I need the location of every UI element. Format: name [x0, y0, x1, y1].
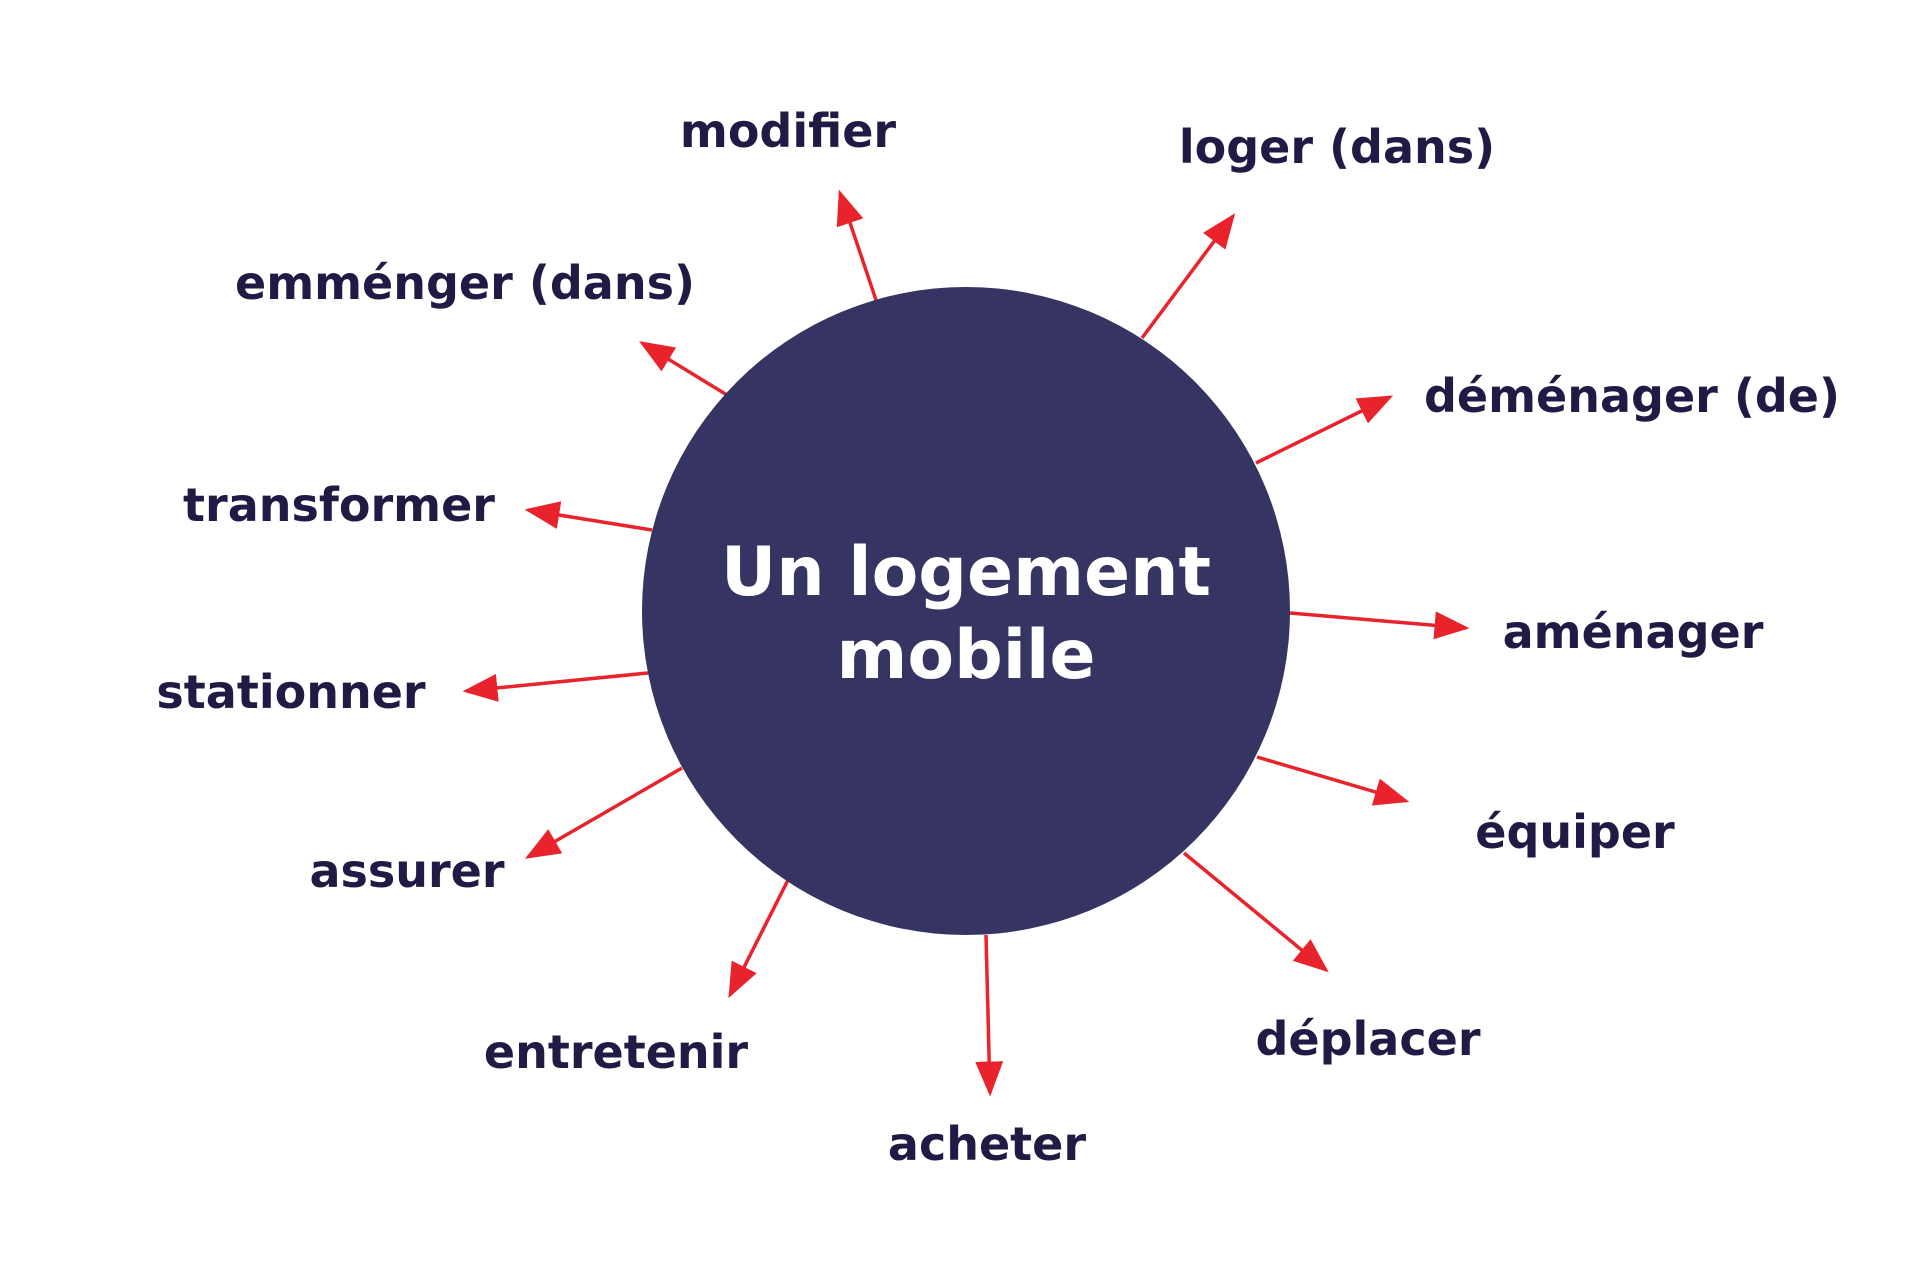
label-acheter: acheter — [888, 1117, 1086, 1171]
label-emmenger: emménger (dans) — [235, 256, 695, 310]
arrow-acheter — [975, 934, 1004, 1097]
arrow-equiper — [1256, 755, 1410, 806]
arrow-assurer — [524, 766, 683, 859]
verb-labels: modifier loger (dans) emménger (dans) dé… — [156, 104, 1840, 1171]
arrow-stationner — [462, 671, 649, 702]
label-equiper: équiper — [1475, 805, 1675, 859]
label-modifier: modifier — [680, 104, 897, 158]
center-title-line1: Un logement — [721, 533, 1211, 612]
label-transformer: transformer — [183, 478, 495, 532]
label-assurer: assurer — [309, 844, 504, 898]
arrow-demenager — [1255, 395, 1394, 465]
arrow-transformer — [524, 501, 653, 532]
arrow-amenager — [1289, 611, 1470, 640]
center-title-line2: mobile — [837, 616, 1096, 695]
label-loger: loger (dans) — [1179, 120, 1495, 174]
arrow-entretenir — [728, 879, 790, 999]
label-demenager: déménager (de) — [1424, 369, 1840, 423]
label-amenager: aménager — [1503, 605, 1764, 659]
arrow-emmenger — [639, 341, 728, 397]
label-deplacer: déplacer — [1255, 1012, 1480, 1066]
center-circle — [642, 287, 1290, 935]
label-entretenir: entretenir — [484, 1025, 749, 1079]
arrow-loger — [1140, 213, 1236, 340]
arrow-modifier — [836, 189, 878, 301]
label-stationner: stationner — [156, 665, 425, 719]
arrow-deplacer — [1182, 851, 1329, 973]
arrows — [462, 189, 1470, 1097]
